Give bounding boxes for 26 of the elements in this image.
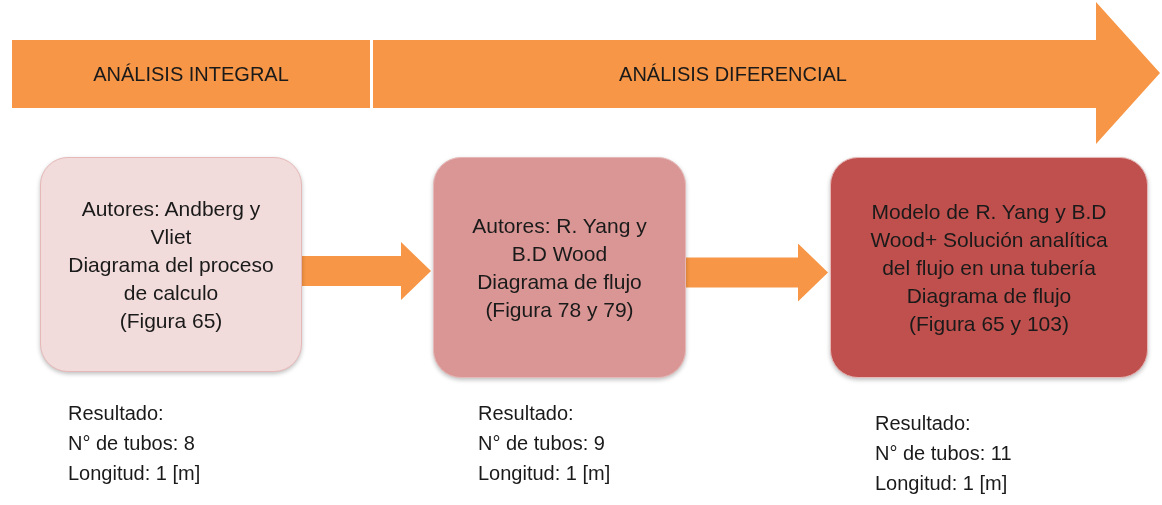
result-text: Resultado: — [68, 401, 165, 426]
box-text: Diagrama de flujo — [906, 282, 1072, 309]
result-text: Longitud: 1 [m] — [68, 461, 201, 486]
result-text: N° de tubos: 9 — [478, 431, 606, 456]
block-arrow — [302, 242, 431, 300]
box-text: (Figura 65 y 103) — [909, 310, 1069, 337]
stage-label: ANÁLISIS DIFERENCIAL — [619, 62, 847, 87]
box-text: (Figura 78 y 79) — [485, 296, 634, 323]
rounded-box — [433, 157, 686, 378]
rounded-box — [40, 157, 302, 372]
rounded-box — [830, 157, 1148, 378]
box-text: Autores: Andberg y Vliet — [80, 195, 262, 250]
result-text: Resultado: — [875, 411, 972, 436]
result-text: Resultado: — [478, 401, 575, 426]
box-text: Diagrama del proceso de calculo — [67, 251, 275, 306]
result-text: Longitud: 1 [m] — [478, 461, 611, 486]
block-arrow — [686, 243, 828, 302]
stage-label: ANÁLISIS INTEGRAL — [93, 62, 289, 87]
stage-band — [12, 40, 370, 108]
box-text: Diagrama de flujo — [477, 268, 642, 295]
result-text: N° de tubos: 8 — [68, 431, 196, 456]
result-text: N° de tubos: 11 — [875, 441, 1012, 466]
box-text: Modelo de R. Yang y B.D Wood+ Solución analítica del flujo en una tubería — [869, 198, 1109, 281]
result-text: Longitud: 1 [m] — [875, 471, 1009, 496]
box-text: (Figura 65) — [119, 307, 223, 334]
box-text: Autores: R. Yang y B.D Wood — [471, 212, 648, 267]
